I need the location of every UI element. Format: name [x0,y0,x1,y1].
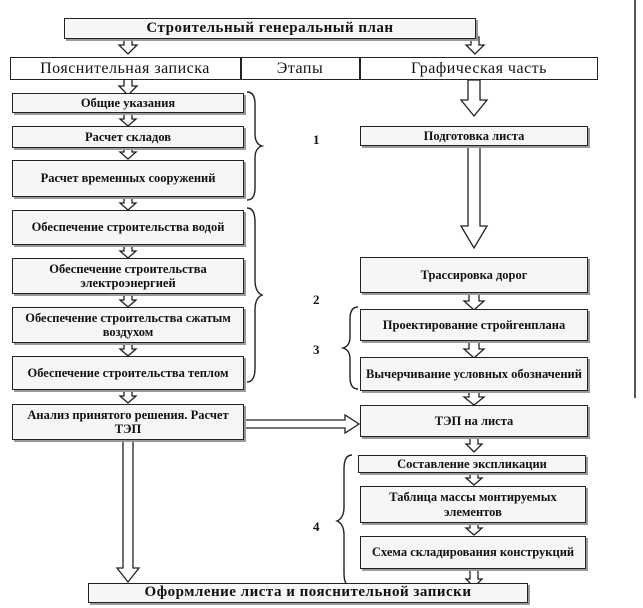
stage-number-3: 3 [313,342,320,357]
arrow-title-to-graphic [464,36,486,55]
header-graphic: Графическая часть [411,59,547,77]
arrow-right-4 [462,340,486,359]
right-box-road-routing: Трассировка дорог [360,257,588,293]
right-box-mass-table: Таблица массы монтируемых элементов [360,486,586,523]
arrow-left-4 [118,196,138,211]
arrow-left-2 [118,112,138,127]
stage-number-2: 2 [313,292,320,307]
arrow-right-8 [464,522,484,536]
right-box-sheet-prep: Подготовка листа [360,126,588,146]
left-box-compressed-air: Обеспечение строительства сжатым воздухо… [12,307,244,343]
brace-stage-3 [340,306,359,390]
left-box-electricity: Обеспечение строительства электроэнергие… [12,258,244,294]
title-box: Строительный генеральный план [64,18,476,39]
left-box-water: Обеспечение строительства водой [12,210,244,245]
arrow-right-6 [464,436,484,453]
arrow-left-6 [118,293,138,308]
right-box-legend-drawing: Вычерчивание условных обозначений [360,357,588,391]
arrow-tep-horizontal [244,413,361,435]
header-stages: Этапы [276,59,324,77]
stage-number-1: 1 [313,132,320,147]
arrow-left-3 [118,146,138,160]
arrow-right-1 [459,79,489,118]
header-note: Пояснительная записка [40,59,210,77]
footer-box: Оформление листа и пояснительной записки [88,583,528,603]
arrow-left-7 [118,342,138,357]
page-edge-rule [634,0,636,398]
arrow-right-2 [459,145,489,250]
right-box-storage-scheme: Схема складирования конструкций [360,536,586,569]
brace-stage-2 [246,207,264,383]
right-box-tep-sheet: ТЭП на листа [360,405,588,437]
title-text: Строительный генеральный план [146,20,394,36]
brace-stage-1 [246,91,265,201]
header-divider-2 [359,57,361,80]
arrow-right-7 [464,472,484,486]
arrow-title-to-note [117,36,139,55]
arrow-right-3 [462,292,486,311]
left-box-temp-structures: Расчет временных сооружений [12,160,244,197]
header-divider-1 [240,57,242,80]
arrow-left-1 [117,78,139,96]
arrow-left-8 [118,389,138,404]
right-box-site-plan-design: Проектирование стройгенплана [360,309,588,341]
right-box-explication: Составление экспликации [358,455,586,473]
header-row [10,57,598,80]
left-box-analysis: Анализ принятого решения. Расчет ТЭП [12,404,244,440]
left-box-heat: Обеспечение строительства теплом [12,356,244,390]
arrow-left-long [115,439,141,584]
arrow-right-5 [462,390,486,406]
arrow-left-5 [118,244,138,259]
left-box-general: Общие указания [12,93,244,113]
brace-stage-4 [335,454,353,588]
left-box-warehouses: Расчет складов [12,126,244,148]
stage-number-4: 4 [313,519,320,534]
